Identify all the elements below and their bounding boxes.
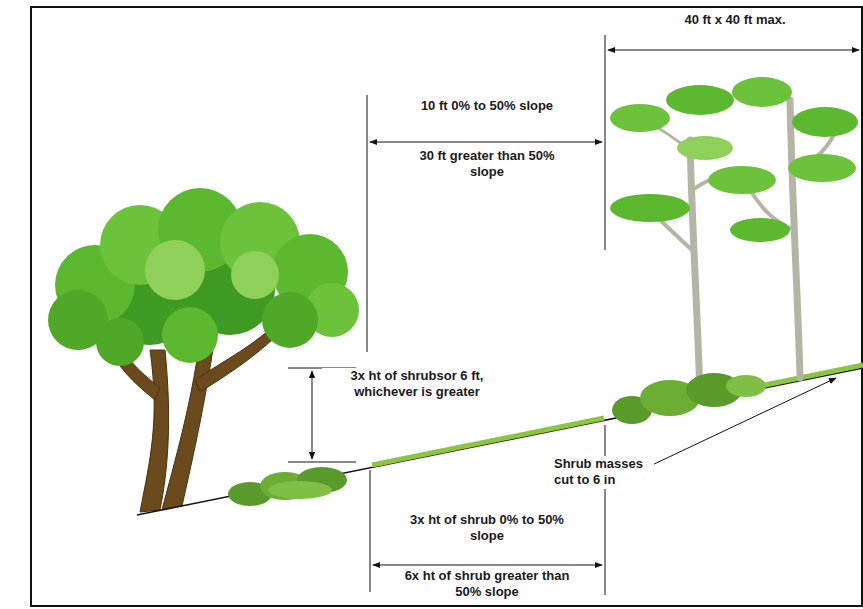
label-text: 30 ft greater than 50% slope [402,148,572,181]
label-text: 3x ht of shrubsor 6 ft, whichever is gre… [322,368,512,401]
ground-line [137,368,863,515]
dimension-label: 3x ht of shrubsor 6 ft, whichever is gre… [322,368,512,401]
left-shrub [228,467,347,506]
callout-label: Shrub masses cut to 6 in [552,456,654,489]
dimension-label: 40 ft x 40 ft max. [660,12,810,28]
left-tree-canopy [48,188,359,366]
dimension-label: 10 ft 0% to 50% slope [402,98,572,114]
label-text: 40 ft x 40 ft max. [682,12,787,28]
dimension-lines [288,35,859,595]
dimension-label: 3x ht of shrub 0% to 50% slope [402,512,572,545]
label-text: 3x ht of shrub 0% to 50% slope [402,512,572,545]
right-shrub [612,373,766,424]
frame [31,7,862,606]
label-text: Shrub masses cut to 6 in [552,456,654,489]
right-tree-trunks [640,100,840,398]
dimension-label: 30 ft greater than 50% slope [402,148,572,181]
label-text: 6x ht of shrub greater than 50% slope [402,568,572,601]
right-tree-canopy [610,77,858,242]
label-text: 10 ft 0% to 50% slope [419,98,555,114]
grass-strip [760,365,863,386]
dimension-label: 6x ht of shrub greater than 50% slope [402,568,572,601]
